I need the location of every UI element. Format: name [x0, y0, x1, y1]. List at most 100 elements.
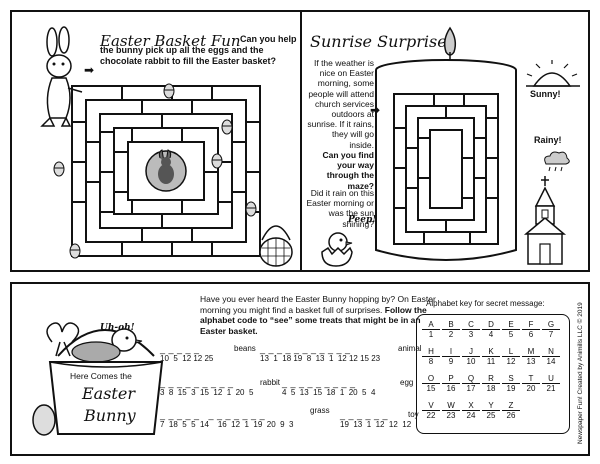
key-number: 15 [426, 384, 436, 393]
key-number: 8 [428, 357, 434, 366]
key-number: 22 [426, 411, 436, 420]
key-number: 18 [486, 384, 496, 393]
bottom-intro: Have you ever heard the Easter Bunny hop… [200, 294, 436, 337]
key-number: 3 [468, 330, 474, 339]
puzzle-answer: animal [398, 344, 422, 353]
puzzle-codes: 19 13 1 12 12 12 [340, 420, 412, 429]
hatching-chick-icon [321, 232, 353, 267]
key-number: 10 [466, 357, 476, 366]
key-number: 11 [486, 357, 496, 366]
puzzle-answer: egg [400, 378, 414, 387]
basket-text-line3: Bunny [84, 406, 136, 425]
easter-egg-icon[interactable] [162, 82, 176, 100]
basket-maze[interactable] [62, 82, 262, 262]
puzzle-codes: 13 1 18 19 8 13 1 12 12 15 23 [260, 354, 381, 363]
key-number: 20 [526, 384, 536, 393]
bunny-basket-illustration [32, 322, 164, 436]
credit-text: Newspaper Fun! Created by Animills LLC ©… [577, 302, 584, 444]
puzzle-row[interactable]: _ _ _ _ _ _ _ _ _ 4 5 13 15 18 1 20 5 4 … [282, 378, 414, 397]
key-letter: Y [482, 401, 500, 411]
easter-egg-icon[interactable] [68, 242, 82, 260]
key-letter: D [482, 320, 500, 330]
key-letter: R [482, 374, 500, 384]
key-number: 2 [448, 330, 454, 339]
key-letter: J [462, 347, 480, 357]
basket-text-line1: Here Comes the [70, 371, 132, 381]
bottom-panel: Have you ever heard the Easter Bunny hop… [10, 282, 590, 456]
puzzle-codes: 7 18 5 5 14 16 12 1 19 20 9 3 [160, 420, 294, 429]
key-number: 12 [506, 357, 516, 366]
key-number: 19 [506, 384, 516, 393]
key-letter: G [542, 320, 560, 330]
sunrise-candle-maze[interactable] [374, 58, 522, 264]
sun-icon[interactable] [524, 60, 580, 90]
key-number: 25 [486, 411, 496, 420]
sunrise-title: Sunrise Surprise! [310, 32, 454, 51]
puzzle-row[interactable]: _ _ _ _ _ _ _ _ _ _ _ _ 7 18 5 5 14 16 1… [160, 406, 330, 429]
puzzle-row[interactable]: _ _ _ _ _ _ 19 13 1 12 12 12 toy [340, 410, 419, 429]
key-letter: Z [502, 401, 520, 411]
key-letter: B [442, 320, 460, 330]
key-letter: W [442, 401, 460, 411]
key-letter: Q [462, 374, 480, 384]
key-letter: K [482, 347, 500, 357]
chick-speech: Peep! [348, 215, 377, 225]
key-number: 1 [428, 330, 434, 339]
key-letter: N [542, 347, 560, 357]
key-letter: T [522, 374, 540, 384]
easter-egg-icon[interactable] [244, 200, 258, 218]
key-letter: V [422, 401, 440, 411]
puzzle-answer: rabbit [260, 378, 281, 387]
candle-flame-icon [443, 26, 457, 60]
key-letter: A [422, 320, 440, 330]
key-number: 17 [466, 384, 476, 393]
sunny-label[interactable]: Sunny! [530, 89, 561, 99]
basket-instructions: Can you help the bunny pick up all the e… [100, 34, 297, 66]
puzzle-row[interactable]: _ _ _ _ _ _ _ _ _ _ _ 13 1 18 19 8 13 1 … [260, 344, 422, 363]
top-divider [300, 12, 302, 270]
key-number: 4 [488, 330, 494, 339]
key-number: 9 [448, 357, 454, 366]
key-letter: P [442, 374, 460, 384]
key-number: 6 [528, 330, 534, 339]
sunrise-question: Can you find your way through the maze? [322, 150, 374, 191]
key-letter: I [442, 347, 460, 357]
church-icon[interactable] [523, 176, 567, 266]
puzzle-row[interactable]: _ _ _ _ _ _ _ _ _ 3 8 15 3 15 12 1 20 5 … [160, 378, 281, 397]
sunrise-story-2: Did it rain on this Easter morning or wa… [306, 188, 374, 229]
alphabet-key-title: Alphabet key for secret message: [426, 299, 545, 308]
speech-bubble: Uh-oh! [100, 323, 135, 333]
puzzle-row[interactable]: _ _ _ _ _ 10 5 12 12 25 beans [160, 344, 256, 363]
rain-cloud-icon [544, 151, 570, 172]
easter-egg-icon[interactable] [210, 152, 224, 170]
key-letter: H [422, 347, 440, 357]
easter-egg-icon[interactable] [220, 118, 234, 136]
key-number: 26 [506, 411, 516, 420]
key-letter: L [502, 347, 520, 357]
start-arrow-left: ➡ [84, 63, 95, 77]
key-number: 16 [446, 384, 456, 393]
key-letter: U [542, 374, 560, 384]
key-letter: C [462, 320, 480, 330]
start-arrow-right: ➡ [370, 103, 381, 117]
key-number: 7 [548, 330, 554, 339]
key-number: 21 [546, 384, 556, 393]
easter-egg-icon[interactable] [52, 160, 66, 178]
key-number: 13 [526, 357, 536, 366]
rainy-label[interactable]: Rainy! [534, 135, 562, 145]
sunrise-story-1: If the weather is nice on Easter morning… [307, 58, 374, 150]
key-number: 14 [546, 357, 556, 366]
